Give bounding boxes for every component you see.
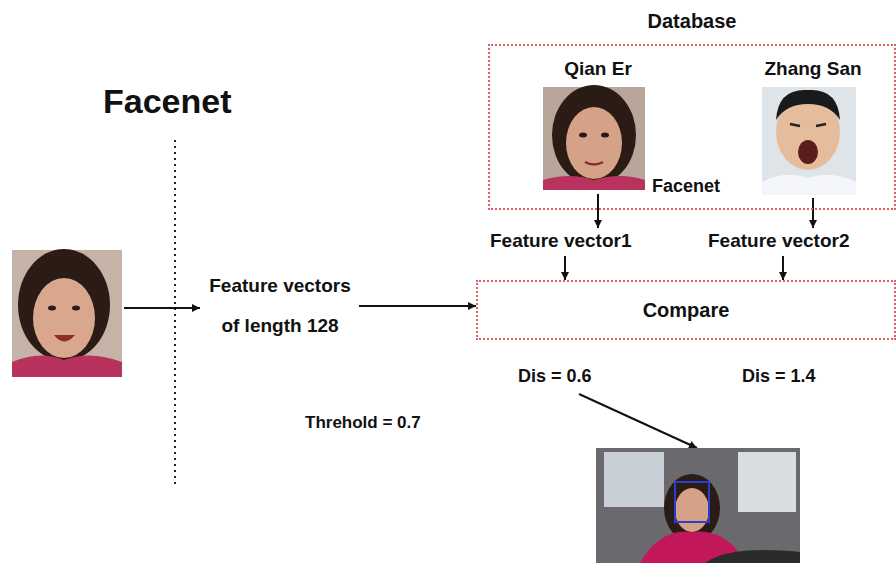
divider-line [174,140,176,485]
flow-arrow [597,194,599,228]
flow-arrow [812,198,814,228]
flow-arrow [782,256,784,280]
compare-box: Compare [476,280,896,340]
qian-er-photo [543,85,645,190]
node-text: Zhang San [754,58,872,80]
person-card: Zhang San [754,58,872,196]
threshold-note: Threhold = 0.7 [305,413,421,433]
flow-arrow [564,256,566,280]
car-photo [596,448,800,563]
node-text: Feature vector1 [488,228,642,254]
person-card: Qian Er [540,58,656,192]
node-text: Feature vector2 [706,228,860,254]
input-face-photo [12,249,122,377]
model-name: Facenet [652,176,720,197]
distance-value: Dis = 0.6 [518,366,592,387]
node-text: Compare [478,282,894,338]
diagram-title: Facenet [103,82,232,121]
zhang-san-photo [762,87,856,195]
feature-label: Feature vector1 [488,228,642,254]
node-text: Qian Er [540,58,656,80]
feature-label: Feature vectors of length 128 [205,266,355,346]
database-box: DatabaseFacenetQian ErZhang San [488,44,896,210]
input-arrow [124,307,200,309]
feature-label: Feature vector2 [706,228,860,254]
group-heading: Database [490,10,894,33]
flow-arrow [359,305,476,307]
result-pointer [579,394,697,448]
distance-value: Dis = 1.4 [742,366,816,387]
node-text: Feature vectors of length 128 [205,266,355,346]
